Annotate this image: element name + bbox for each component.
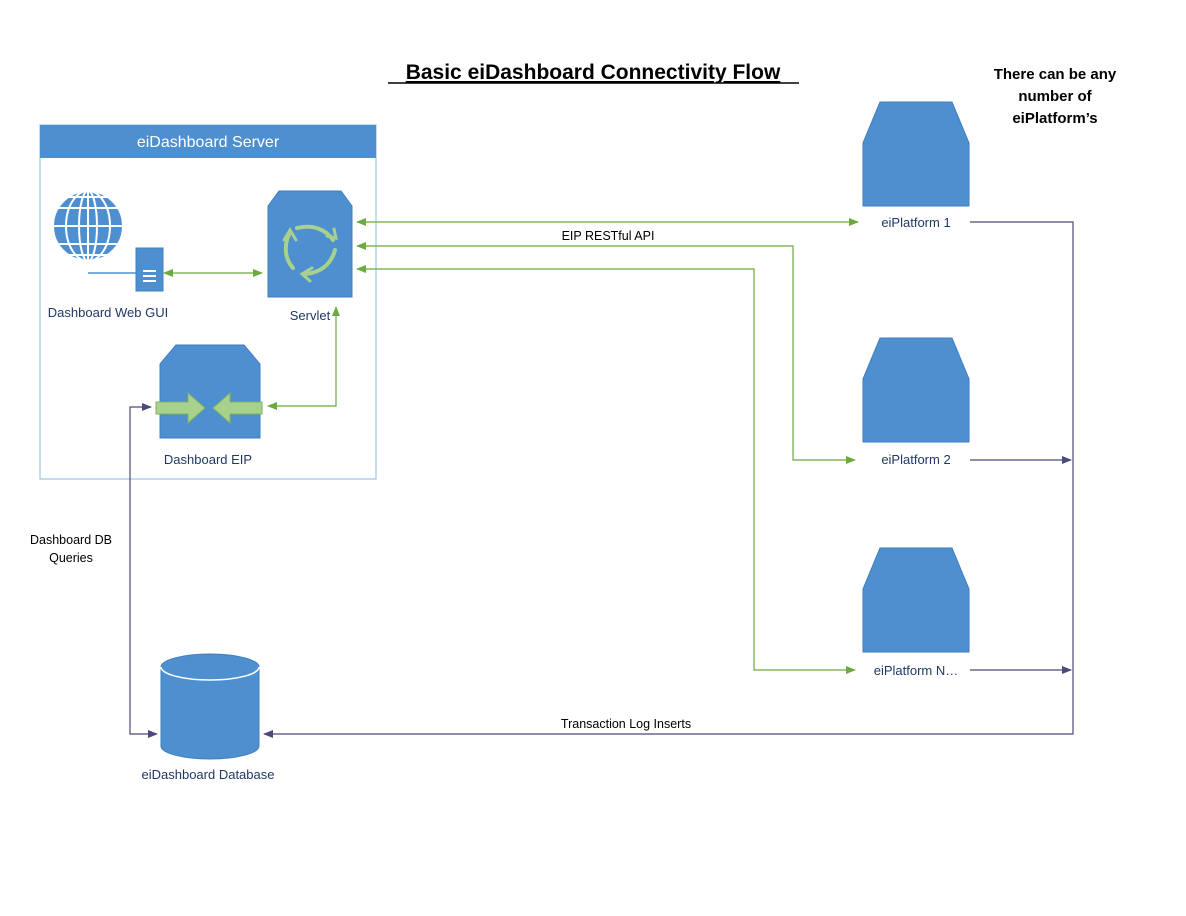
note-line-1: There can be any (994, 66, 1117, 83)
server-container: eiDashboard Server (39, 124, 377, 480)
db-queries-link (129, 403, 158, 738)
platform-count-note: There can be any number of eiPlatform’s (994, 66, 1117, 127)
platform-n-label: eiPlatform N… (874, 663, 959, 678)
platform-1-label: eiPlatform 1 (881, 215, 950, 230)
note-line-2: number of (1018, 88, 1092, 105)
platform-1-node (862, 101, 970, 207)
rest-api-label: EIP RESTful API (562, 229, 655, 243)
platform-2-label: eiPlatform 2 (881, 452, 950, 467)
note-line-3: eiPlatform’s (1012, 110, 1097, 127)
platform-2-node (862, 337, 970, 443)
dashboard-eip-node (155, 344, 263, 439)
database-node (160, 653, 260, 760)
servlet-label: Servlet (290, 308, 331, 323)
servlet-eip-link (267, 306, 340, 410)
diagram-title: Basic eiDashboard Connectivity Flow (406, 61, 781, 84)
platform-n-node (862, 547, 970, 653)
web-server-icon (135, 247, 164, 292)
db-queries-label-line-2: Queries (49, 551, 93, 565)
db-queries-label-line-1: Dashboard DB (30, 533, 112, 547)
servlet-platform-2-link (356, 242, 856, 464)
log-inserts-label: Transaction Log Inserts (561, 717, 691, 731)
transaction-log-link (263, 221, 1074, 738)
server-header (40, 125, 376, 158)
globe-icon (52, 190, 136, 274)
servlet-node (267, 190, 353, 298)
database-label: eiDashboard Database (142, 767, 275, 782)
db-queries-label-bg (34, 530, 129, 566)
cycle-arrows-icon (282, 224, 338, 283)
server-title: eiDashboard Server (137, 134, 280, 151)
servlet-platform-n-link (356, 265, 856, 674)
dashboard-eip-label: Dashboard EIP (164, 452, 252, 467)
web-gui-label: Dashboard Web GUI (48, 305, 168, 320)
converge-arrows-icon (155, 391, 263, 425)
